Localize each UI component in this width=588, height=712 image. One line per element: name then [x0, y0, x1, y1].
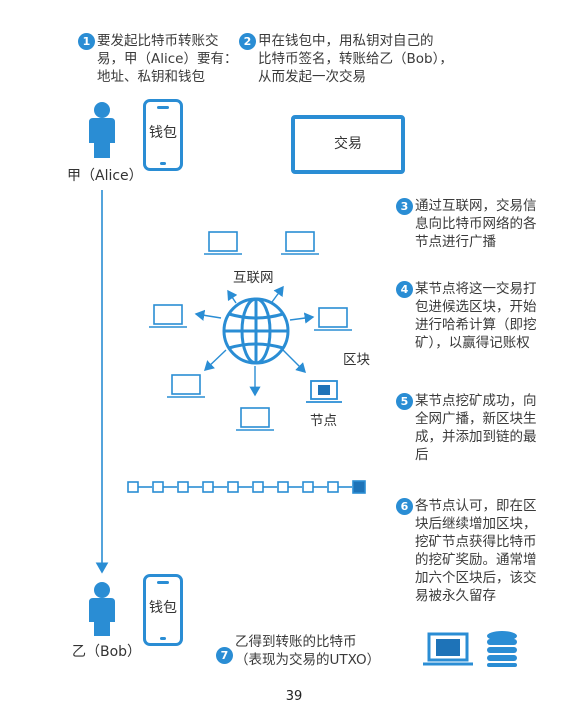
bob-label: 乙（Bob） [72, 644, 142, 660]
laptop-icon [314, 307, 352, 331]
step-text-line: 比特币签名，转账给乙（Bob）， [258, 51, 453, 67]
step-3: 3 通过互联网，交易信 息向比特币网络的各 节点进行广播 [396, 197, 537, 251]
bob-wallet-phone: 钱包 [143, 574, 183, 646]
wallet-label: 钱包 [149, 600, 177, 616]
step-text-line: 矿），以赢得记账权 [415, 335, 530, 351]
step-5: 5 某节点挖矿成功，向 全网广播，新区块生 成，并添加到链的最 后 [396, 392, 537, 464]
step-text-line: 息向比特币网络的各 [415, 216, 537, 232]
phone-speaker [157, 106, 169, 109]
step-text-line: 甲在钱包中，用私钥对自己的 [258, 33, 434, 49]
step-text-line: 各节点认可，即在区 [415, 498, 537, 514]
internet-label: 互联网 [233, 270, 274, 286]
phone-button [160, 637, 166, 640]
block-label: 区块 [343, 352, 370, 368]
step-text-line: 包进候选区块，开始 [415, 299, 537, 315]
alice-label: 甲（Alice） [67, 168, 143, 184]
alice-person-icon [89, 102, 115, 158]
step-text-line: 从而发起一次交易 [258, 69, 366, 85]
step-number-badge: 5 [396, 393, 413, 410]
laptop-icon [149, 304, 187, 328]
step-text-line: 进行哈希计算（即挖 [415, 317, 537, 333]
node-label: 节点 [310, 413, 337, 429]
laptop-icon [167, 374, 205, 398]
step-text-line: 加六个区块后，该交 [415, 570, 537, 586]
step-number-badge: 3 [396, 198, 413, 215]
broadcast-arrows [194, 285, 315, 397]
wallet-label: 钱包 [149, 125, 177, 141]
step-text-line: 成，并添加到链的最 [415, 429, 537, 445]
page-number: 39 [285, 689, 303, 704]
step-text-line: 地址、私钥和钱包 [97, 69, 205, 85]
receive-laptop-icon [423, 632, 473, 666]
step-6: 6 各节点认可，即在区 块后继续增加区块， 挖矿节点获得比特币 的挖矿奖励。通常… [396, 497, 537, 605]
step-2: 2 甲在钱包中，用私钥对自己的 比特币签名，转账给乙（Bob）， 从而发起一次交… [239, 32, 453, 86]
step-number-badge: 1 [78, 33, 95, 50]
step-7: 7 乙得到转账的比特币 （表现为交易的UTXO） [216, 633, 380, 669]
transaction-box: 交易 [291, 115, 405, 174]
laptop-icon [281, 231, 319, 255]
blockchain [127, 480, 366, 494]
step-text-line: （表现为交易的UTXO） [235, 652, 381, 668]
alice-wallet-phone: 钱包 [143, 99, 183, 171]
step-text-line: 要发起比特币转账交 [97, 33, 219, 49]
bob-person-icon [89, 582, 115, 636]
laptop-icon [236, 407, 274, 431]
coin-stack-icon [487, 631, 517, 667]
step-number-badge: 6 [396, 498, 413, 515]
step-text-line: 挖矿节点获得比特币 [415, 534, 537, 550]
globe-icon [222, 297, 290, 365]
step-4: 4 某节点将这一交易打 包进候选区块，开始 进行哈希计算（即挖 矿），以赢得记账… [396, 280, 537, 352]
step-1: 1 要发起比特币转账交 易，甲（Alice）要有： 地址、私钥和钱包 [78, 32, 237, 86]
step-text-line: 乙得到转账的比特币 [235, 634, 357, 650]
step-text-line: 易被永久留存 [415, 588, 496, 604]
step-text-line: 节点进行广播 [415, 234, 496, 250]
step-text-line: 某节点挖矿成功，向 [415, 393, 537, 409]
step-text-line: 某节点将这一交易打 [415, 281, 537, 297]
step-text-line: 通过互联网，交易信 [415, 198, 537, 214]
phone-button [160, 162, 166, 165]
step-text-line: 块后继续增加区块， [415, 516, 537, 532]
step-number-badge: 7 [216, 647, 233, 664]
mining-node-icon [306, 380, 342, 403]
step-number-badge: 4 [396, 281, 413, 298]
step-number-badge: 2 [239, 33, 256, 50]
step-text-line: 的挖矿奖励。通常增 [415, 552, 537, 568]
step-text-line: 全网广播，新区块生 [415, 411, 537, 427]
step-text-line: 后 [415, 447, 429, 463]
laptop-icon [204, 231, 242, 255]
step-text-line: 易，甲（Alice）要有： [97, 51, 238, 67]
phone-speaker [157, 581, 169, 584]
